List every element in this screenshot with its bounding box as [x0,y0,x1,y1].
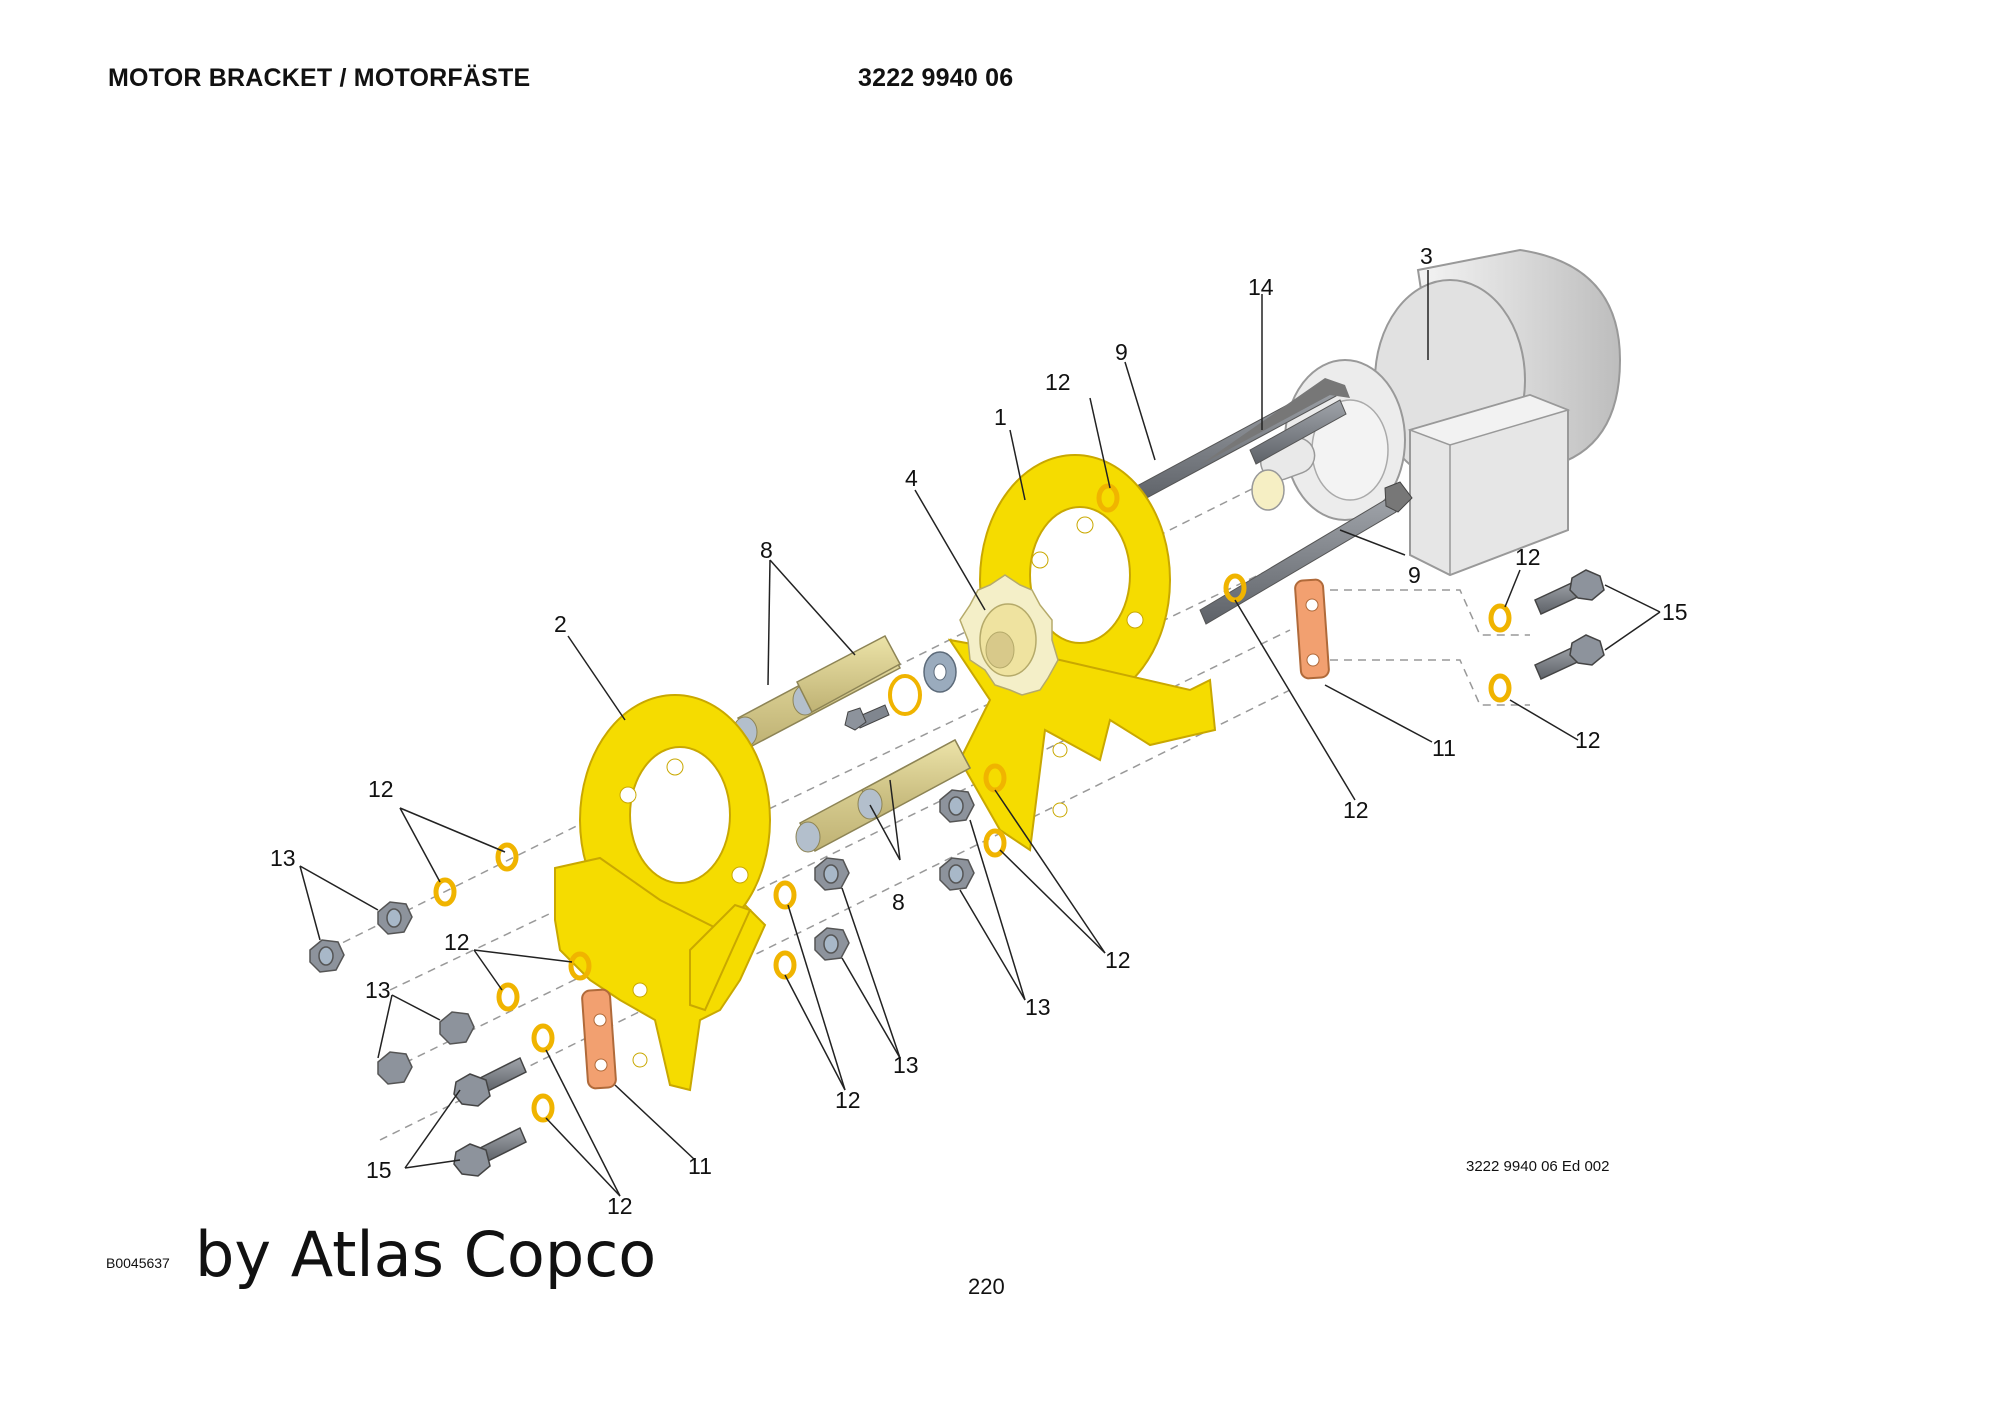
callout-8-upper: 8 [760,537,773,563]
front-bracket [554,694,771,1092]
page-number: 220 [968,1274,1005,1299]
callout-9-upper: 9 [1115,339,1128,365]
callout-9-lower: 9 [1408,562,1421,588]
spacers [732,634,972,853]
callout-8-lower: 8 [892,889,905,915]
page-title: MOTOR BRACKET / MOTORFÄSTE [108,64,531,92]
nuts [309,789,975,1085]
callout-13-d: 13 [893,1052,919,1078]
callout-11-left: 11 [688,1153,712,1179]
screws [453,569,1605,1177]
washers [433,483,1512,1123]
callout-13-c: 13 [1025,994,1051,1020]
callout-12-g: 12 [607,1193,633,1219]
callout-12-b: 12 [1515,544,1541,570]
callout-11-right: 11 [1432,735,1456,761]
shims [581,578,1330,1090]
brand-watermark: by Atlas Copco [195,1218,657,1291]
callout-12-f: 12 [835,1087,861,1113]
motor [1251,248,1622,577]
callout-13-b: 13 [365,977,391,1003]
callout-15-left: 15 [366,1157,392,1183]
image-id: B0045637 [106,1255,170,1271]
callout-4: 4 [905,465,918,491]
callout-3: 3 [1420,243,1433,269]
callout-12-c: 12 [1575,727,1601,753]
sprocket [959,574,1059,696]
leader-lines [299,270,1661,1197]
callout-12-d: 12 [1343,797,1369,823]
sprocket-washer [844,651,957,731]
edition-label: 3222 9940 06 Ed 002 [1466,1158,1610,1175]
callout-13-a: 13 [270,845,296,871]
motor-bolts [1134,378,1413,625]
callout-2: 2 [554,611,567,637]
callout-14: 14 [1248,274,1274,300]
part-number: 3222 9940 06 [858,64,1014,92]
callout-12-h: 12 [444,929,470,955]
callout-1: 1 [994,404,1007,430]
callout-15-right: 15 [1662,599,1688,625]
callout-12-i: 12 [368,776,394,802]
callout-labels: 1 2 3 4 8 8 9 9 11 11 12 12 12 12 12 12 … [270,243,1688,1219]
callout-12-a: 12 [1045,369,1071,395]
callout-12-e: 12 [1105,947,1131,973]
